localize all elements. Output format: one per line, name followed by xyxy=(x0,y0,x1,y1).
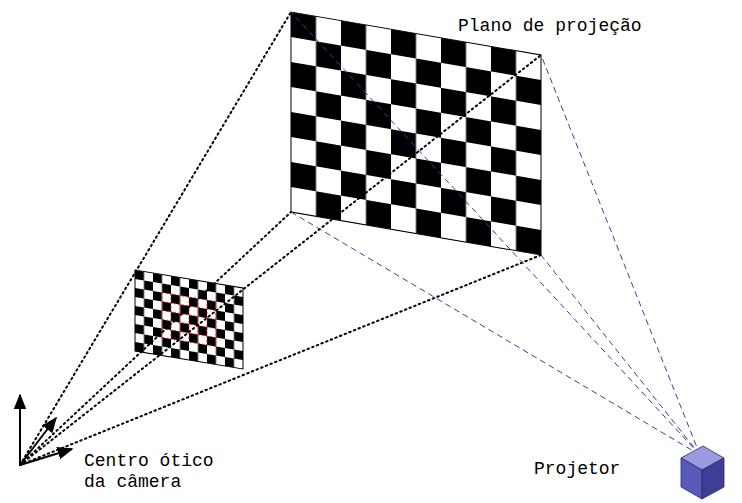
projector-label: Projetor xyxy=(532,459,622,480)
projection-plane xyxy=(291,12,541,255)
projector-cube xyxy=(681,446,724,499)
detected-corners xyxy=(162,293,216,347)
camera-rays xyxy=(20,12,541,465)
camera-label: Centro ótico da câmera xyxy=(82,451,226,493)
camera-image xyxy=(135,270,243,369)
projector-rays xyxy=(291,12,700,455)
camera-axes xyxy=(20,395,72,465)
plane-label: Plano de projeção xyxy=(456,16,644,37)
